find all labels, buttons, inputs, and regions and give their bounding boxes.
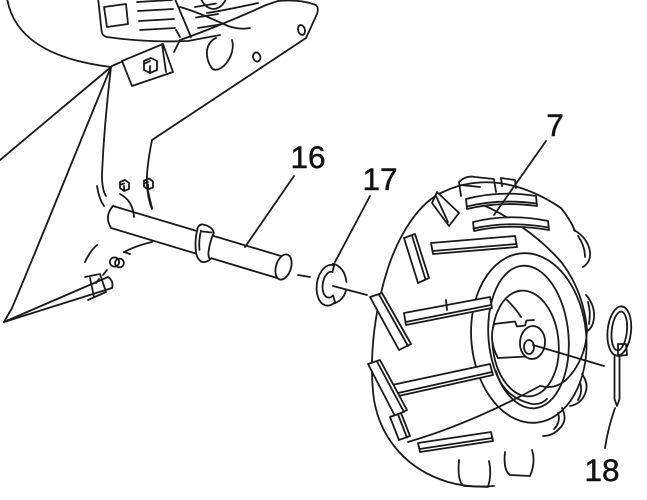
svg-text:18: 18 xyxy=(584,452,619,488)
svg-text:16: 16 xyxy=(290,139,325,175)
svg-text:7: 7 xyxy=(546,107,564,143)
svg-text:17: 17 xyxy=(362,161,397,197)
